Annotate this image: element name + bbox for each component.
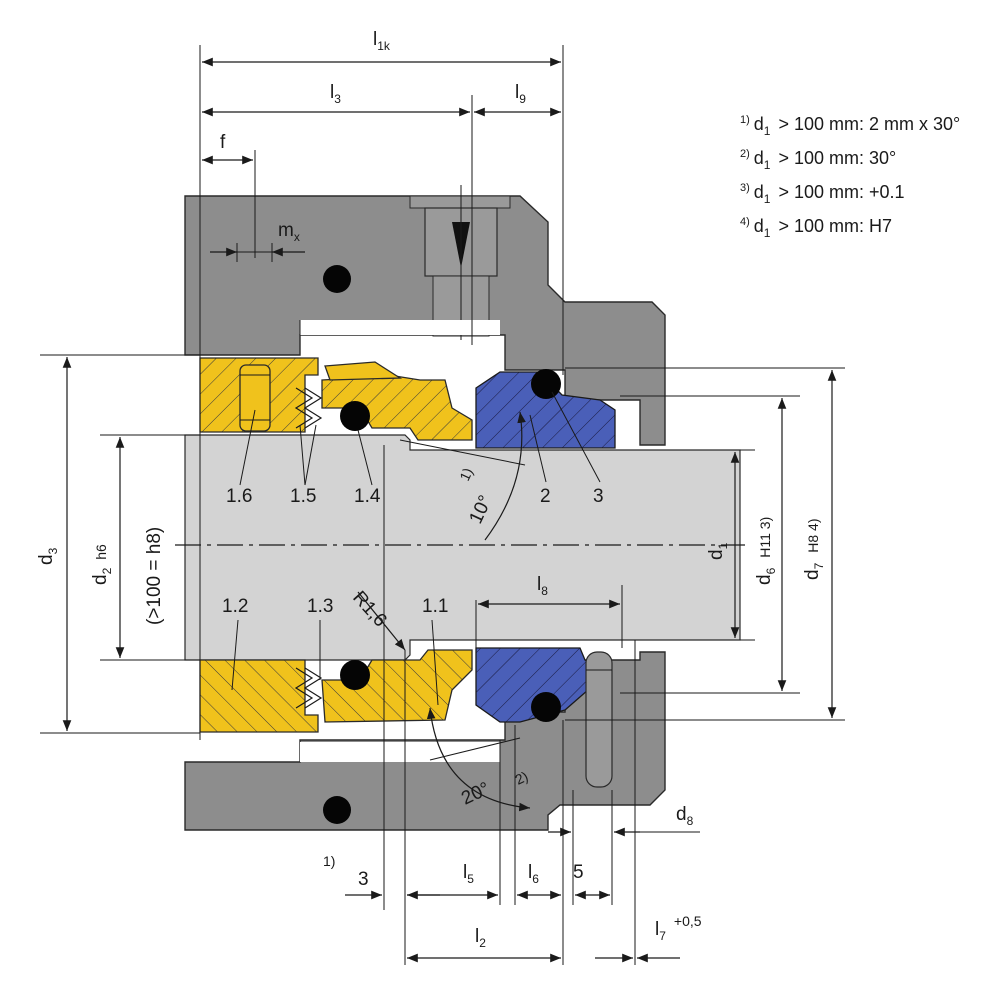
label-l5: l5 xyxy=(463,862,474,886)
label-l6: l6 xyxy=(528,862,539,886)
label-part-1-6: 1.6 xyxy=(226,486,252,507)
label-d3: d3 xyxy=(36,547,60,565)
dimension-labels: l1k l3 l9 f mx d3 d2h6 (>100 = h8) d1 d6… xyxy=(36,29,826,950)
part-1-1-upper-ring xyxy=(324,361,403,381)
footnote-3: 3)d1> 100 mm: +0.1 xyxy=(740,182,905,206)
label-d2-note: (>100 = h8) xyxy=(144,527,165,625)
label-part-1-2: 1.2 xyxy=(222,596,248,617)
label-d6: d6H11 3) xyxy=(754,517,778,585)
footnote-2: 2)d1> 100 mm: 30° xyxy=(740,148,896,172)
housing-oring-upper xyxy=(323,265,351,293)
label-l7: l7+0,5 xyxy=(655,913,702,943)
label-mx: mx xyxy=(278,220,300,244)
label-d7: d7H8 4) xyxy=(802,519,826,581)
label-part-1-4: 1.4 xyxy=(354,486,381,507)
footnote-4: 4)d1> 100 mm: H7 xyxy=(740,216,892,240)
label-part-2: 2 xyxy=(540,486,551,507)
label-d8: d8 xyxy=(676,804,694,828)
label-f: f xyxy=(220,132,226,153)
label-l3: l3 xyxy=(330,82,341,106)
part-1-1-lower xyxy=(321,649,473,723)
part-1-3-springs xyxy=(294,667,323,709)
label-3: 3 xyxy=(358,869,369,890)
part-1-5-springs xyxy=(294,387,323,429)
housing-gap-upper xyxy=(300,320,500,335)
housing-gap-lower xyxy=(300,742,500,762)
part-1-4-oring-lower xyxy=(340,660,370,690)
part-1-4-oring-upper xyxy=(340,401,370,431)
part-2-upper xyxy=(475,371,616,449)
label-footnote-1: 1) xyxy=(323,853,335,869)
label-d1: d1 xyxy=(706,542,730,560)
rotating-unit xyxy=(199,357,473,733)
label-d2: d2h6 xyxy=(90,544,114,585)
part-labels: 1.6 1.5 1.4 2 3 1.2 1.3 1.1 xyxy=(222,486,604,617)
label-l8: l8 xyxy=(537,574,548,598)
label-l9: l9 xyxy=(515,82,526,106)
label-l2: l2 xyxy=(475,926,486,950)
label-part-3: 3 xyxy=(593,486,604,507)
footnotes: 1)d1> 100 mm: 2 mm x 30° 2)d1> 100 mm: 3… xyxy=(740,114,960,240)
label-5: 5 xyxy=(573,862,584,883)
housing-bore-head xyxy=(409,195,511,209)
part-3-oring-upper xyxy=(531,369,561,399)
label-angle-10-ref: 1) xyxy=(456,465,476,483)
label-part-1-3: 1.3 xyxy=(307,596,333,617)
label-part-1-1: 1.1 xyxy=(422,596,448,617)
label-angle-20-ref: 2) xyxy=(513,768,531,788)
housing xyxy=(184,185,666,831)
label-part-1-5: 1.5 xyxy=(290,486,316,507)
part-3-oring-lower xyxy=(531,692,561,722)
label-l1k: l1k xyxy=(373,29,391,53)
housing-oring-lower xyxy=(323,796,351,824)
part-1-6-set-screw xyxy=(239,364,271,432)
footnote-1: 1)d1> 100 mm: 2 mm x 30° xyxy=(740,114,960,138)
dimension-lines xyxy=(40,45,845,965)
